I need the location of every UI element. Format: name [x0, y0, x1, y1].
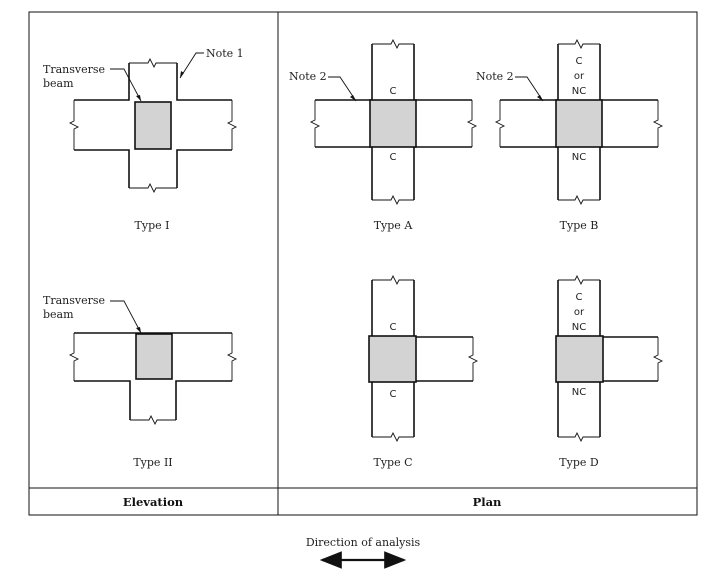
- type-c-top-label: C: [390, 322, 397, 333]
- type-b-caption: Type B: [560, 219, 599, 232]
- type-b-top-label-or: or: [574, 71, 585, 82]
- type-d-bottom-label: NC: [572, 387, 586, 398]
- type-i-joint-core: [134, 101, 172, 150]
- type-c-joint: [368, 274, 479, 443]
- type-a-caption: Type A: [374, 219, 414, 232]
- type-ii-beam-label-line2: beam: [43, 308, 74, 321]
- type-i-beam-label-line1: Transverse: [43, 63, 105, 76]
- plan-header: Plan: [473, 495, 502, 509]
- type-i-caption: Type I: [135, 219, 170, 232]
- type-ii-caption: Type II: [133, 456, 172, 469]
- type-ii-joint-core: [135, 333, 173, 380]
- type-c-joint-core: [368, 335, 417, 383]
- type-i-beam-label-line2: beam: [43, 77, 74, 90]
- type-a-note-label: Note 2: [289, 70, 327, 83]
- type-ii-beam-label-line1: Transverse: [43, 294, 105, 307]
- type-b-joint-core: [555, 99, 603, 148]
- type-d-top-label-nc: NC: [572, 322, 586, 333]
- type-c-bottom-label: C: [390, 389, 397, 400]
- direction-label: Direction of analysis: [306, 536, 421, 549]
- type-d-top-label-or: or: [574, 307, 585, 318]
- type-a-bottom-label: C: [390, 152, 397, 163]
- type-b-joint: [494, 38, 664, 206]
- type-b-top-label-c: C: [576, 56, 583, 67]
- type-a-joint-core: [369, 99, 417, 148]
- elevation-header: Elevation: [123, 495, 184, 509]
- type-i-joint: [68, 52, 238, 194]
- type-b-note-label: Note 2: [476, 70, 514, 83]
- type-d-joint-core: [555, 335, 604, 383]
- type-b-bottom-label: NC: [572, 152, 586, 163]
- type-a-joint: [309, 38, 478, 206]
- figure-frame: [28, 11, 698, 516]
- type-d-caption: Type D: [559, 456, 599, 469]
- type-a-top-label: C: [390, 86, 397, 97]
- type-d-joint: [555, 274, 664, 443]
- type-d-top-label-c: C: [576, 292, 583, 303]
- type-b-top-label-nc: NC: [572, 86, 586, 97]
- type-i-note-label: Note 1: [206, 47, 244, 60]
- type-c-caption: Type C: [373, 456, 412, 469]
- type-ii-joint: [68, 300, 238, 426]
